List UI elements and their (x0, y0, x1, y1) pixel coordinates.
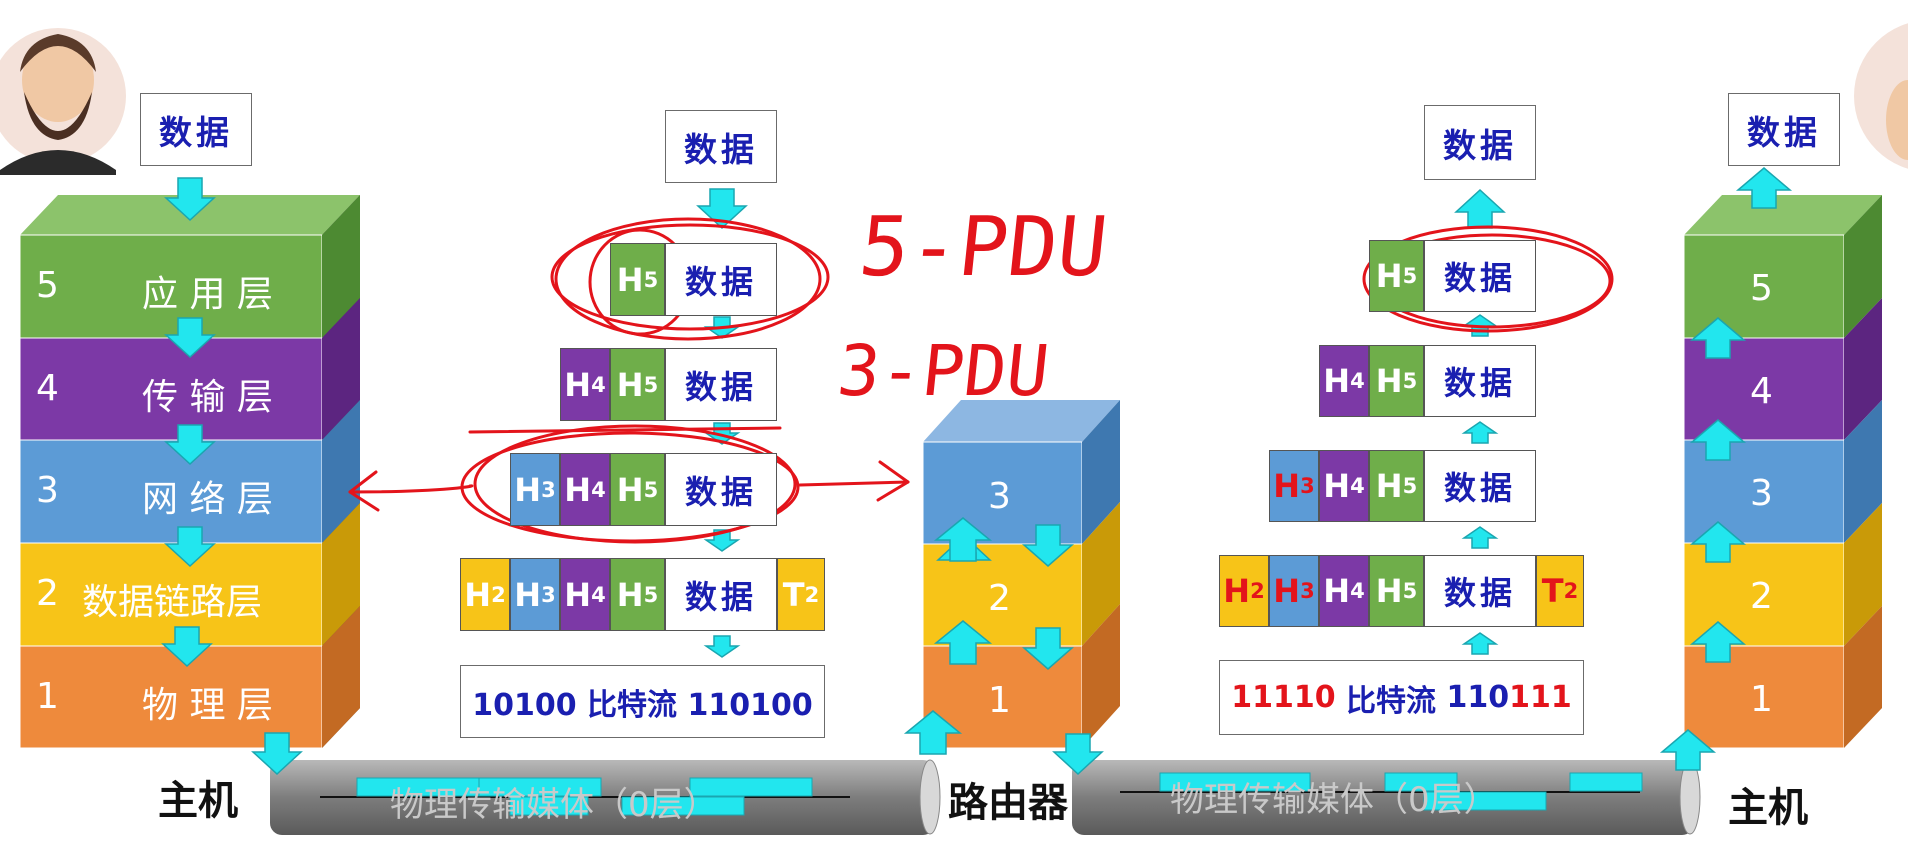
left-host-stack (19, 195, 360, 749)
layer-1-name: 物 理 层 (142, 685, 273, 726)
signal-bars (356, 772, 1643, 816)
mid-left-data-box: 数据 (665, 110, 777, 183)
router-layer-2: 2 (988, 578, 1011, 619)
layer-3-number: 3 (36, 470, 59, 511)
right-data-box: 数据 (1728, 93, 1840, 166)
layer-4-name: 传 输 层 (142, 377, 273, 418)
pdu3-annotation: 3-PDU (833, 330, 1054, 412)
router-label: 路由器 (948, 780, 1068, 826)
left-medium-caption: 物理传输媒体（0层） (390, 785, 718, 825)
payload: 数据 (1424, 345, 1536, 417)
left-host-label: 主机 (158, 778, 238, 824)
avatar (0, 28, 126, 175)
right-host-stack (1683, 195, 1882, 749)
router-layer-1: 1 (988, 680, 1011, 721)
router-layer-3: 3 (988, 476, 1011, 517)
payload: 数据 (1424, 555, 1536, 627)
payload: 数据 (1424, 240, 1536, 312)
right-host-label: 主机 (1728, 785, 1808, 831)
payload: 数据 (665, 453, 777, 526)
layer-2-number: 2 (36, 573, 59, 614)
right-layer-4: 4 (1750, 371, 1773, 412)
payload: 数据 (1424, 450, 1536, 522)
right-layer-2: 2 (1750, 576, 1773, 617)
left-bitstream: 10100 比特流 110100 (460, 665, 825, 738)
left-data-box: 数据 (140, 93, 252, 166)
payload: 数据 (665, 348, 777, 421)
right-medium-caption: 物理传输媒体（0层） (1170, 780, 1498, 820)
router-stack (922, 400, 1120, 749)
layer-5-number: 5 (36, 265, 59, 306)
handwritten-annotations (348, 217, 1614, 544)
payload: 数据 (665, 558, 777, 631)
right-layer-5: 5 (1750, 268, 1773, 309)
layer-2-name: 数据链路层 (82, 582, 263, 623)
right-layer-3: 3 (1750, 473, 1773, 514)
layer-1-number: 1 (36, 676, 59, 717)
mid-right-data-box: 数据 (1424, 105, 1536, 180)
payload: 数据 (665, 243, 777, 316)
avatar-right (1854, 23, 1908, 169)
layer-3-name: 网 络 层 (142, 479, 273, 520)
layer-4-number: 4 (36, 368, 59, 409)
layer-5-name: 应 用 层 (142, 274, 273, 315)
right-layer-1: 1 (1750, 679, 1773, 720)
pdu5-annotation: 5-PDU (855, 200, 1112, 295)
